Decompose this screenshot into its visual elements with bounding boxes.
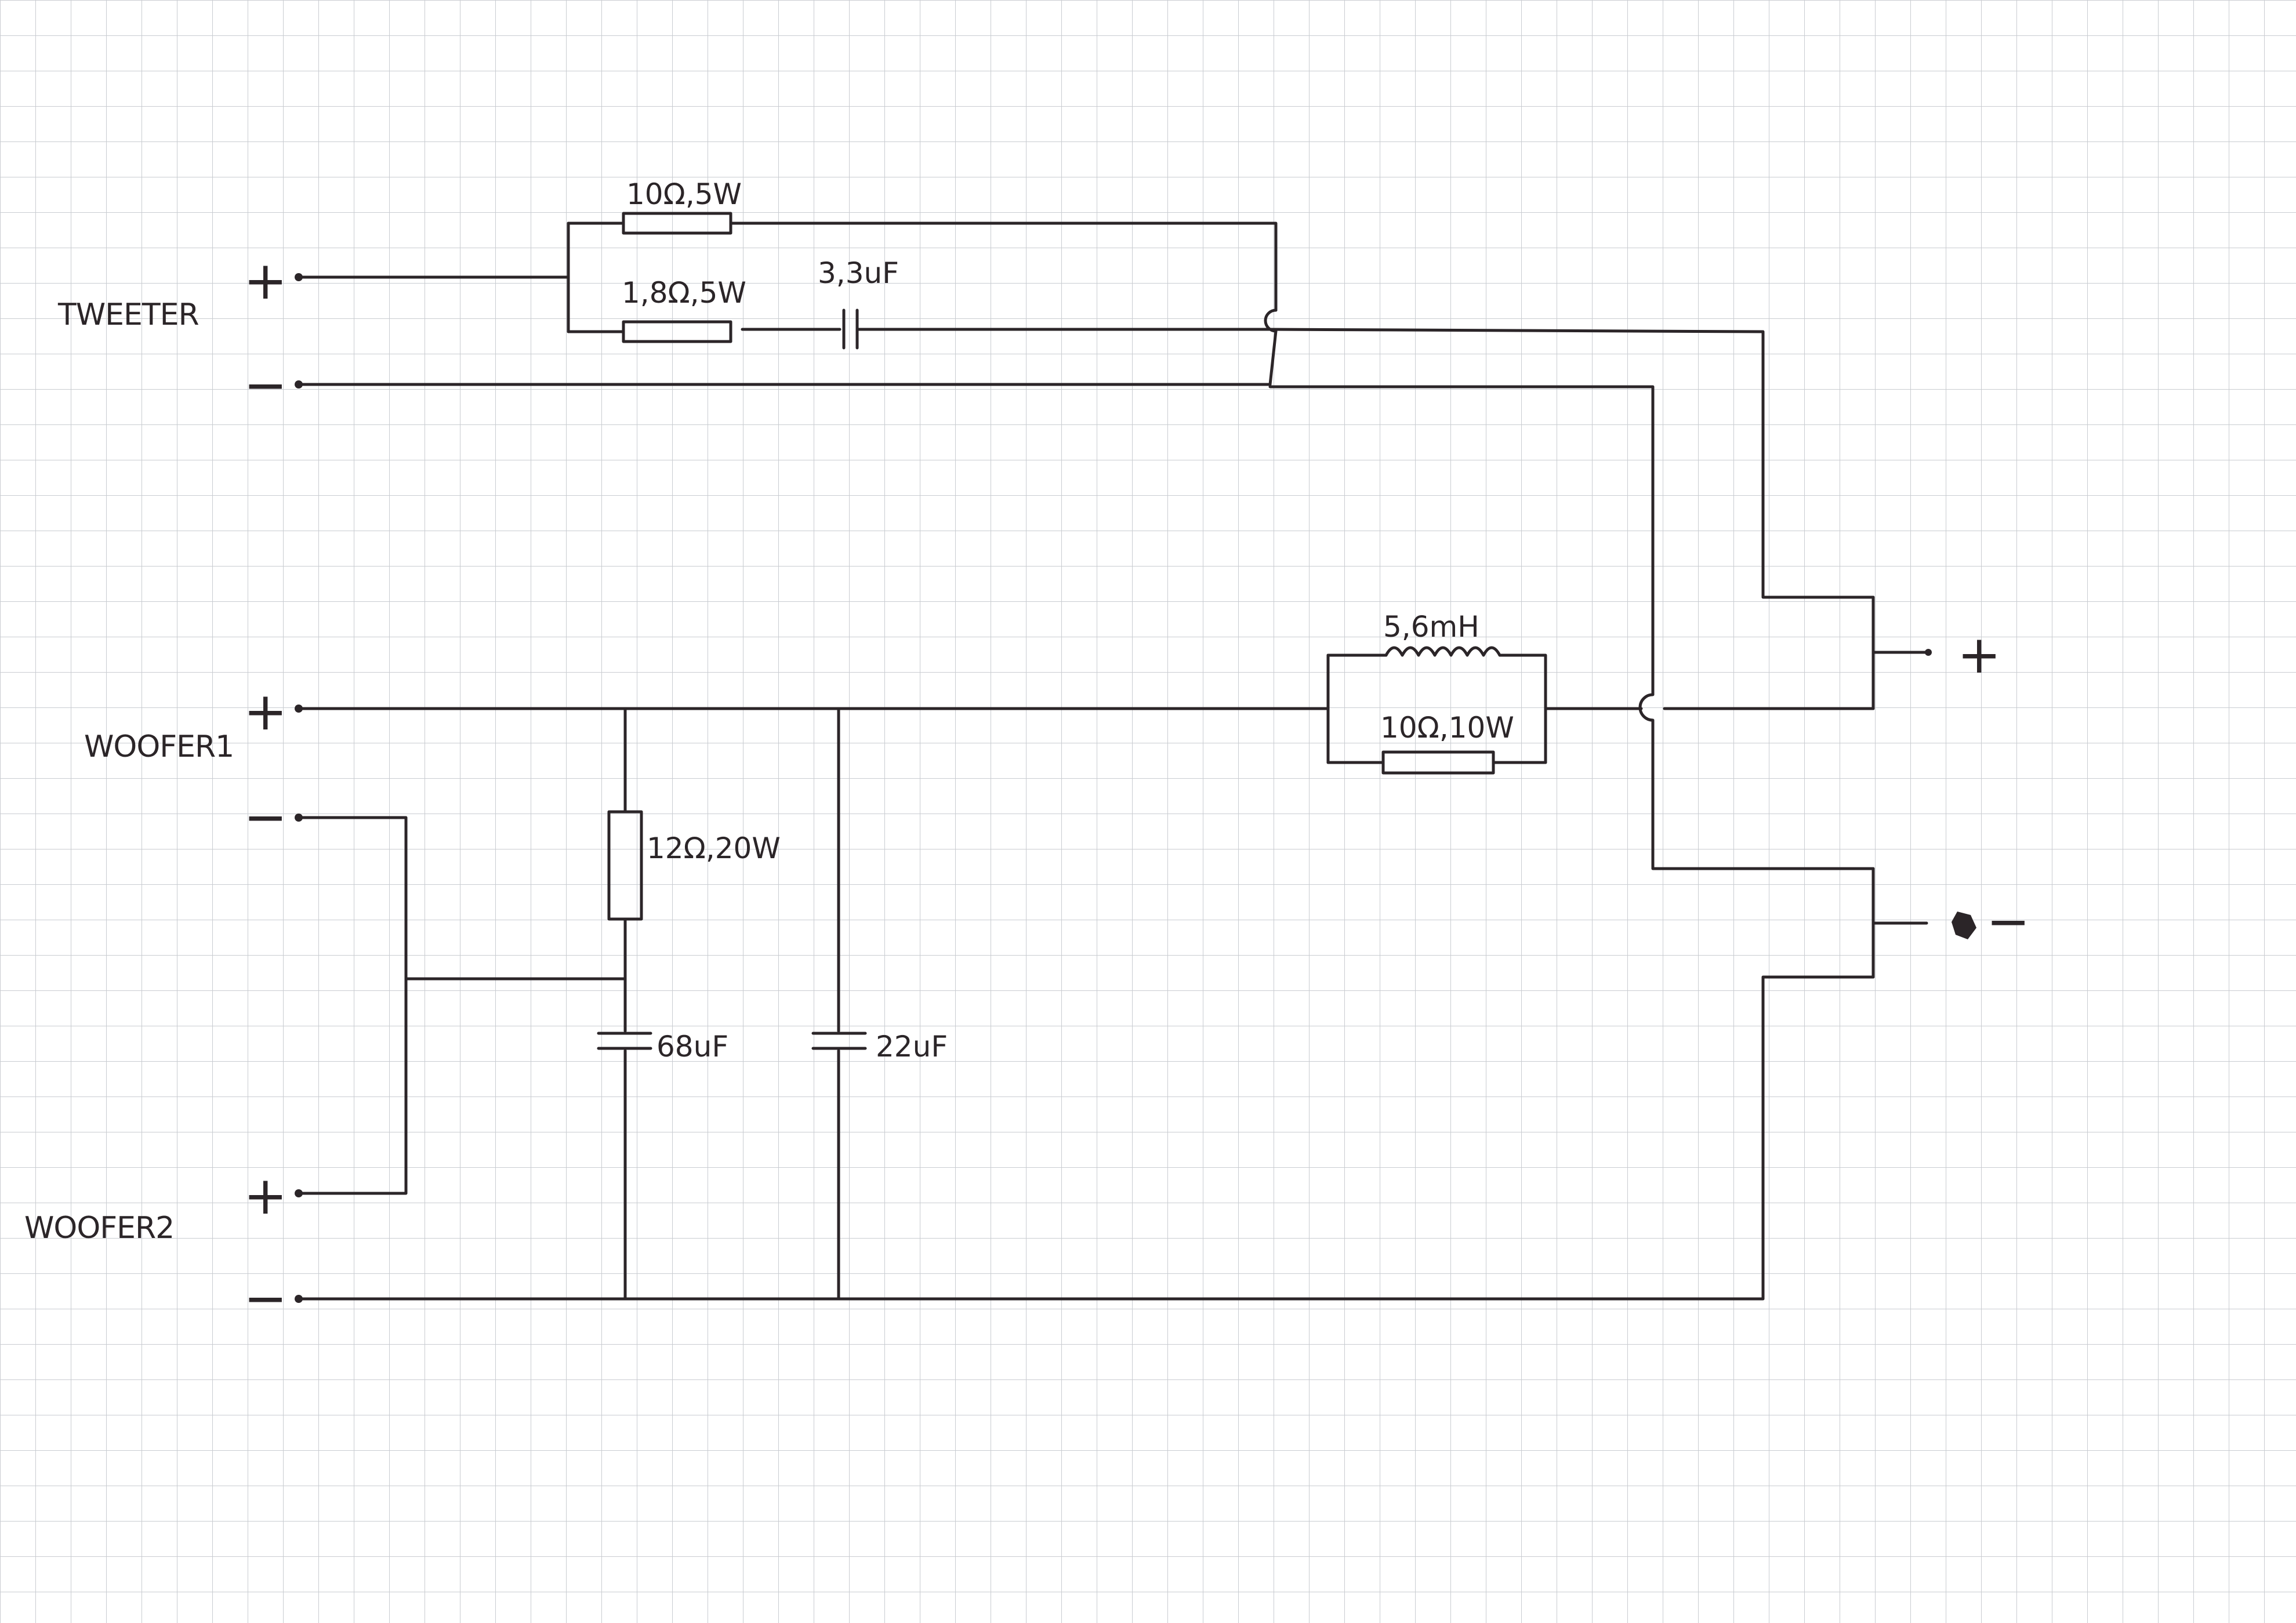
r-tweeter-series-label: 1,8Ω,5W <box>622 276 746 310</box>
terminal-dot <box>1925 649 1932 656</box>
terminal-dot <box>295 1189 303 1197</box>
r-tweeter-parallel-label: 10Ω,5W <box>626 177 742 211</box>
resistor-symbol <box>622 320 732 343</box>
output-terminals <box>1871 596 1976 979</box>
woofer1-plus-sign: + <box>244 681 287 742</box>
output-plus-sign: + <box>1957 624 2001 685</box>
woofer1-label: WOOFER1 <box>84 729 234 764</box>
wire <box>1268 328 1875 599</box>
terminal-dot <box>295 380 303 388</box>
r-woofer-parallel-label: 10Ω,10W <box>1380 711 1514 745</box>
wire <box>729 222 1278 312</box>
woofer2-minus-sign: − <box>244 1268 287 1329</box>
woofer-section <box>297 646 1875 1301</box>
woofer2-label: WOOFER2 <box>24 1211 174 1246</box>
terminal-dot <box>295 814 303 822</box>
terminal-dot <box>295 1295 303 1303</box>
terminal-dot <box>295 273 303 281</box>
woofer2-plus-sign: + <box>244 1165 287 1226</box>
c-woofer-bypass-label: 22uF <box>876 1030 948 1063</box>
c-tweeter-label: 3,3uF <box>818 256 899 290</box>
wire <box>1268 385 1655 651</box>
wire <box>297 975 1875 1301</box>
capacitor-symbol <box>597 1032 652 1050</box>
tweeter-plus-sign: + <box>244 250 287 311</box>
wire <box>1268 329 1278 386</box>
terminal-blob <box>1952 912 1976 939</box>
woofer1-minus-sign: − <box>244 787 287 848</box>
wire <box>1498 653 1547 764</box>
input-terminals <box>295 273 303 1303</box>
terminal-dot <box>295 705 303 713</box>
tweeter-minus-sign: − <box>244 355 287 416</box>
tweeter-label: TWEETER <box>57 297 199 332</box>
r-woofer-shunt-label: 12Ω,20W <box>647 832 781 865</box>
inductor-symbol <box>1384 646 1501 657</box>
c-woofer-shunt-label: 68uF <box>656 1030 728 1063</box>
wire <box>297 816 408 1195</box>
output-minus-sign: − <box>1986 891 2030 952</box>
l-woofer-label: 5,6mH <box>1383 610 1479 644</box>
tweeter-section <box>297 212 1875 870</box>
capacitor-symbol <box>811 1032 867 1050</box>
